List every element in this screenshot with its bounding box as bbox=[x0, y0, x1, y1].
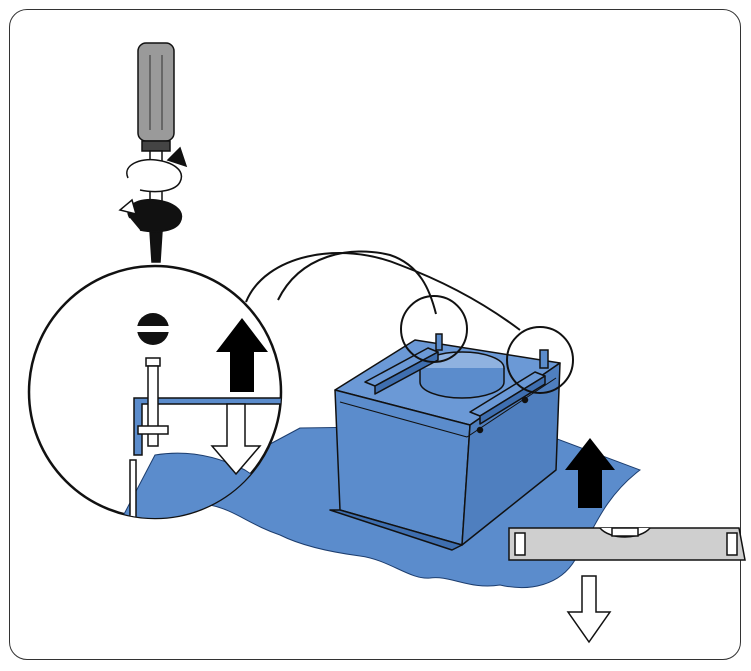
up-arrow-icon bbox=[216, 318, 268, 392]
down-arrow-icon bbox=[566, 575, 612, 644]
detail-circle-right bbox=[506, 326, 574, 394]
spirit-level-icon bbox=[508, 527, 746, 561]
hood-box bbox=[329, 339, 561, 551]
down-arrow-icon bbox=[210, 403, 262, 476]
callout-line-top bbox=[245, 252, 521, 331]
rotation-arrows-icon bbox=[118, 146, 188, 233]
slotted-screw-head-icon bbox=[136, 313, 170, 345]
bracket-screw bbox=[435, 333, 549, 369]
up-arrow-icon bbox=[565, 438, 615, 508]
callout-line-bottom bbox=[277, 250, 437, 315]
detail-circle-left bbox=[400, 295, 468, 363]
